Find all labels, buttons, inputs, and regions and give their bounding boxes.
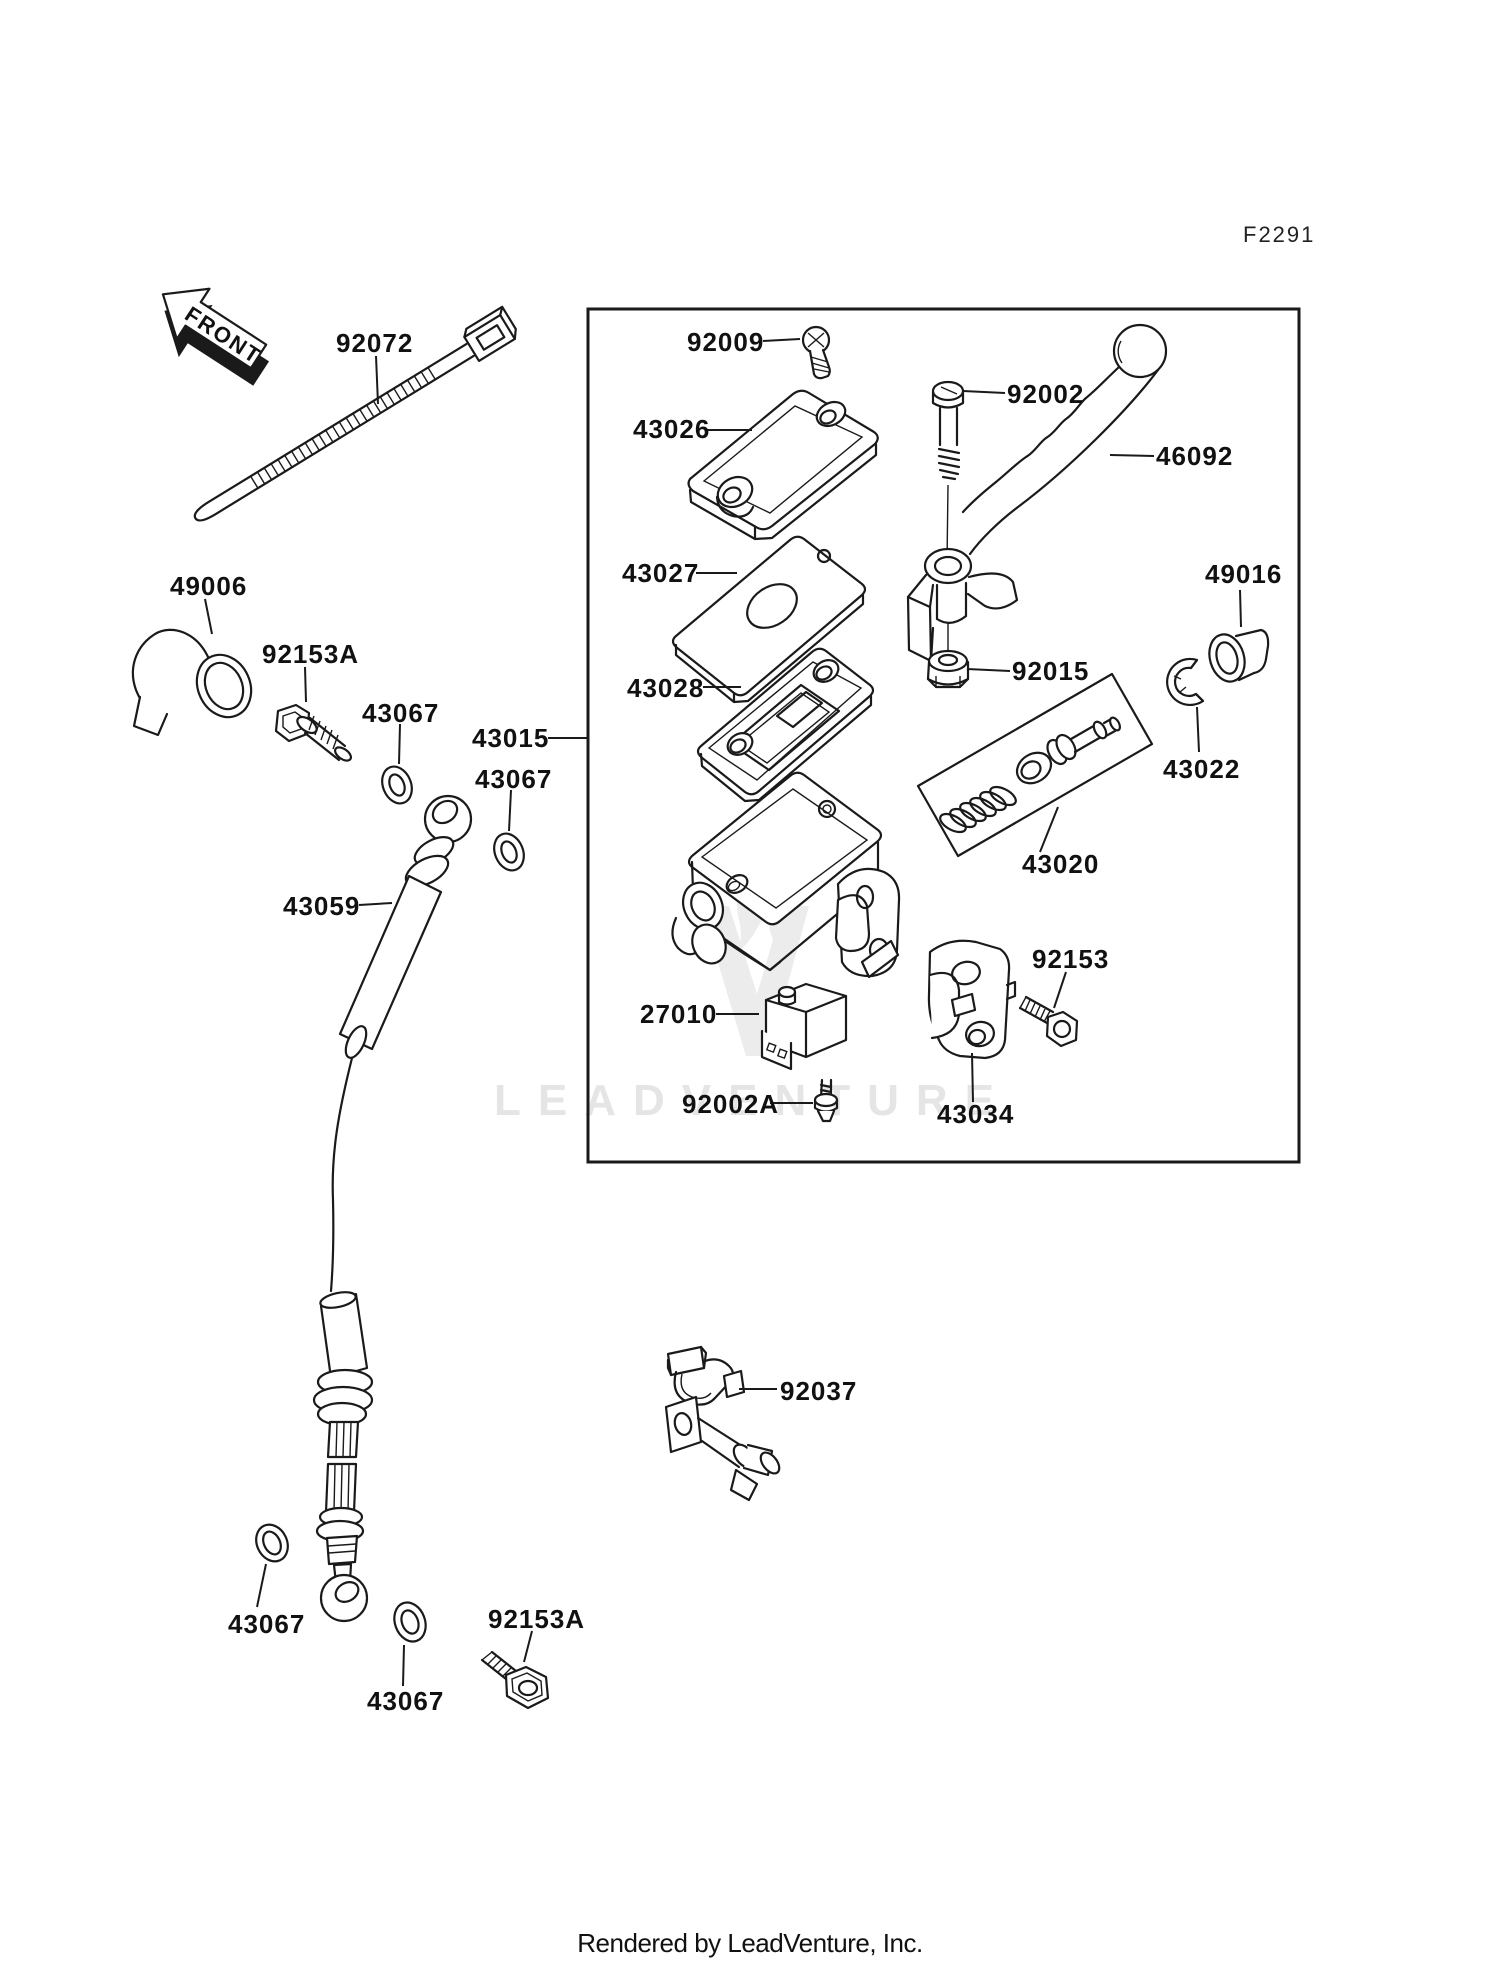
callout-43026: 43026 (633, 414, 710, 444)
callout-49006: 49006 (170, 571, 247, 601)
brake-switch-drawing (762, 984, 846, 1069)
callout-92015: 92015 (1012, 656, 1089, 686)
callout-49016: 49016 (1205, 559, 1282, 589)
diaphragm-drawing (698, 649, 873, 801)
master-cylinder-body-drawing (672, 773, 899, 977)
banjo-bolt-bottom-drawing (482, 1652, 548, 1708)
callout-27010: 27010 (640, 999, 717, 1029)
callout-43067-top-2: 43067 (475, 764, 552, 794)
footer-credit: Rendered by LeadVenture, Inc. (577, 1928, 922, 1958)
callout-92153: 92153 (1032, 944, 1109, 974)
holder-bolt-drawing (1020, 997, 1077, 1046)
switch-screw-drawing (815, 1080, 837, 1121)
lever-holder-drawing (929, 941, 1015, 1058)
bleeder-bolt-top-drawing (276, 705, 353, 763)
callout-43020: 43020 (1022, 849, 1099, 879)
brake-hose-drawing (314, 796, 471, 1621)
washer-bottom-1-drawing (250, 1519, 293, 1566)
callout-92037: 92037 (780, 1376, 857, 1406)
washer-top-1-drawing (377, 762, 417, 808)
pivot-nut-drawing (928, 651, 968, 687)
brake-lever-drawing (908, 325, 1166, 661)
callout-labels: 92072 92009 43026 43027 43028 92002 4609… (170, 327, 1282, 1716)
front-direction-arrow: FRONT (140, 269, 285, 398)
callout-92009: 92009 (687, 327, 764, 357)
callout-92002A: 92002A (682, 1089, 779, 1119)
callout-92153A-bottom: 92153A (488, 1604, 585, 1634)
callout-43067-top-1: 43067 (362, 698, 439, 728)
callout-43034: 43034 (937, 1099, 1014, 1129)
dust-cover-drawing (1204, 630, 1268, 686)
parts-group-box (588, 309, 1299, 1162)
callout-43067-bottom-1: 43067 (228, 1609, 305, 1639)
washer-bottom-2-drawing (389, 1598, 431, 1646)
reservoir-cap-drawing (689, 391, 878, 539)
callout-92072: 92072 (336, 328, 413, 358)
hose-clamp-drawing (666, 1347, 783, 1500)
callout-46092: 46092 (1156, 441, 1233, 471)
washer-top-2-drawing (489, 829, 529, 875)
cap-plate-drawing (673, 537, 865, 702)
callout-43067-bottom-2: 43067 (367, 1686, 444, 1716)
leadventure-watermark-text: LEADVENTURE (494, 1076, 1011, 1125)
cable-tie-drawing (185, 307, 520, 530)
pivot-bolt-drawing (933, 382, 963, 654)
leader-lines (205, 339, 1241, 1686)
callout-43059: 43059 (283, 891, 360, 921)
callout-43015: 43015 (472, 723, 549, 753)
piston-kit-drawing (918, 674, 1152, 856)
callout-92153A-top: 92153A (262, 639, 359, 669)
callout-92002: 92002 (1007, 379, 1084, 409)
joint-cover-drawing (133, 630, 261, 735)
cap-screw-drawing (803, 327, 830, 378)
drawing-code: F2291 (1243, 222, 1315, 247)
callout-43022: 43022 (1163, 754, 1240, 784)
circlip-drawing (1167, 659, 1203, 705)
callout-43027: 43027 (622, 558, 699, 588)
callout-43028: 43028 (627, 673, 704, 703)
